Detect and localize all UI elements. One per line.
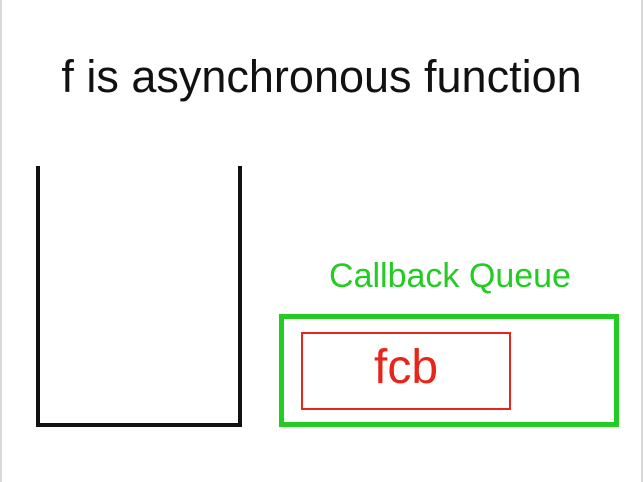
queue-item-label: fcb (373, 341, 439, 394)
slide-title: f is asynchronous function (61, 51, 582, 102)
right-edge-divider (641, 0, 643, 482)
callback-queue-label: Callback Queue (329, 257, 571, 295)
queue-item-box: fcb (301, 332, 511, 410)
left-edge-divider (0, 0, 2, 482)
call-stack-container (36, 166, 242, 427)
callback-queue-box (279, 314, 619, 427)
